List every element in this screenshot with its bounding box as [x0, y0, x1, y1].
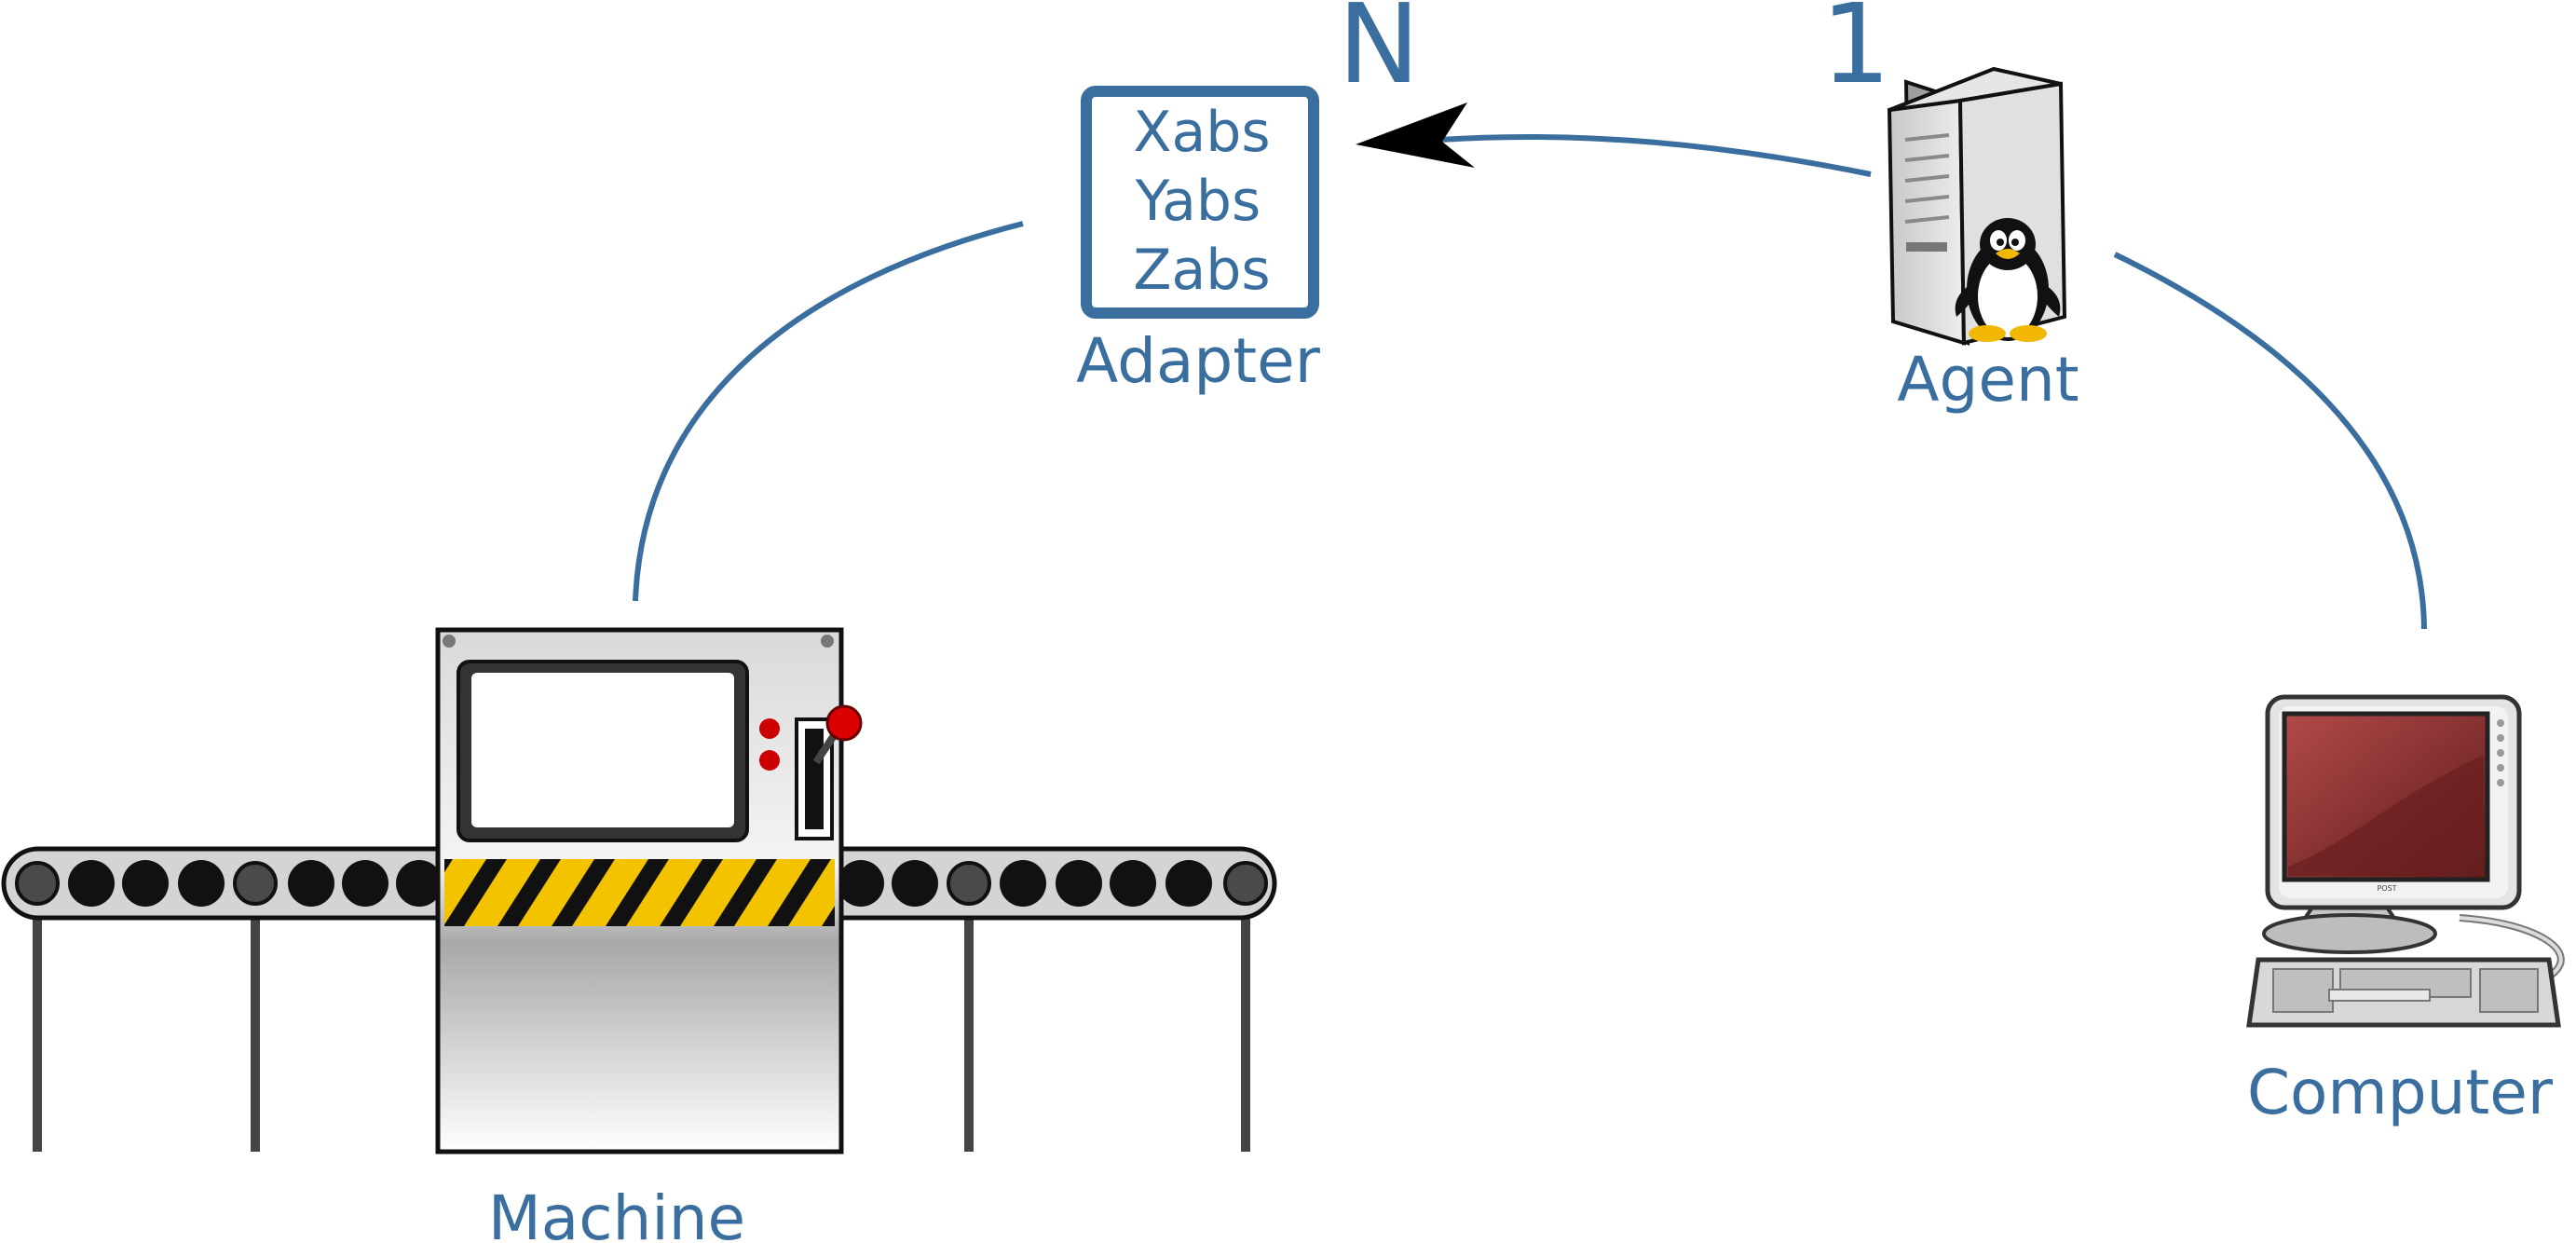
agent-label: Agent: [1897, 344, 2079, 416]
indicator-light: [759, 718, 780, 739]
adapter-node: Xabs Yabs Zabs Adapter: [1076, 86, 1321, 397]
linux-server-icon: [1887, 66, 2067, 346]
computer-label: Computer: [2247, 1057, 2554, 1128]
arrow-head-icon: [1356, 102, 1475, 168]
adapter-line-xabs: Xabs: [1133, 100, 1270, 165]
multiplicity-one: 1: [1820, 0, 1890, 108]
desktop-computer-icon: POST: [2246, 694, 2565, 1028]
industrial-machine-icon: [1, 627, 1277, 1154]
adapter-line-yabs: Yabs: [1135, 169, 1261, 234]
computer-node: POST Computer: [2246, 694, 2565, 1128]
machine-adapter-connector: [633, 221, 1024, 602]
penguin-icon: [1955, 218, 2061, 342]
adapter-box-icon: [1081, 86, 1319, 319]
monitor-brand-label: POST: [2377, 884, 2396, 893]
adapter-label: Adapter: [1076, 325, 1321, 397]
machine-node: Machine: [1, 627, 1277, 1243]
machine-label: Machine: [488, 1182, 745, 1243]
lever-knob: [825, 704, 863, 742]
agent-node: Agent: [1887, 66, 2079, 416]
agent-adapter-connector: [1438, 133, 1872, 177]
indicator-light: [759, 750, 780, 771]
adapter-line-zabs: Zabs: [1133, 238, 1270, 303]
multiplicity-n: N: [1338, 0, 1420, 108]
agent-computer-connector: [2113, 252, 2427, 630]
